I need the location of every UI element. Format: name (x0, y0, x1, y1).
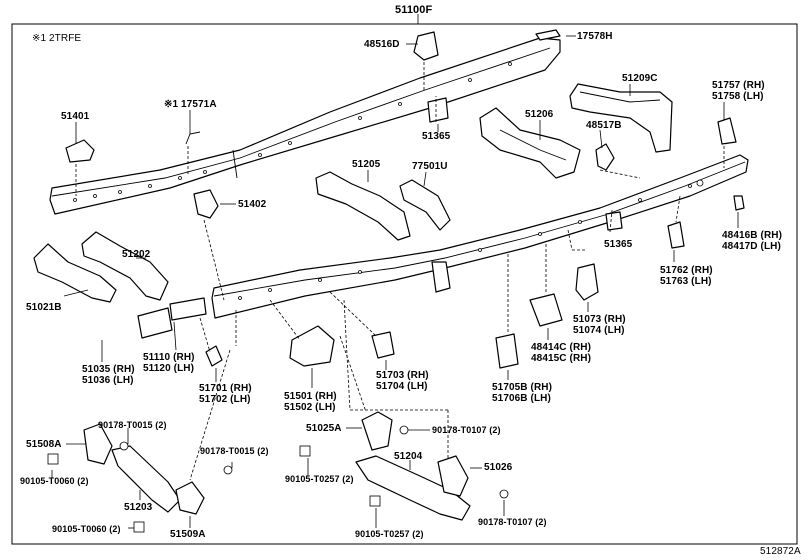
label-90178-t0015-right: 90178-T0015 (2) (200, 446, 269, 456)
label-48416b-rh: 48416B (RH) (722, 230, 783, 241)
footnote-2trfe: ※1 2TRFE (32, 33, 82, 44)
label-51762-rh: 51762 (RH) (660, 265, 713, 276)
label-51501-rh: 51501 (RH) (284, 391, 337, 402)
clip-17578h (535, 29, 561, 41)
label-51025a: 51025A (306, 423, 342, 434)
bracket-51701 (205, 345, 223, 367)
bracket-48414c (529, 293, 563, 327)
bracket-48516d (413, 31, 439, 61)
bracket-51365-lower (605, 211, 623, 231)
label-51203: 51203 (124, 502, 153, 513)
label-51703-rh: 51703 (RH) (376, 370, 429, 381)
crossmember-51204 (355, 455, 471, 521)
nut-90178-t0107-lower (499, 489, 509, 499)
label-51702-lh: 51702 (LH) (199, 394, 251, 405)
mount-51401 (65, 139, 95, 163)
frame-rail-left (49, 37, 561, 215)
label-51365-lower: 51365 (604, 239, 633, 250)
label-51706b-lh: 51706B (LH) (492, 393, 551, 404)
label-51202: 51202 (122, 249, 151, 260)
bolt-90105-t0257-upper (299, 445, 311, 457)
label-51036-lh: 51036 (LH) (82, 375, 134, 386)
bracket-51762 (667, 221, 685, 249)
diagram-frame (11, 23, 798, 545)
label-51365-upper: 51365 (422, 131, 451, 142)
plate-51110 (169, 297, 207, 321)
crossmember-51205 (315, 171, 411, 241)
crossmember-51021b (33, 243, 117, 303)
label-77501u: 77501U (412, 161, 448, 172)
bushing-48416b (733, 195, 745, 211)
label-51206: 51206 (525, 109, 554, 120)
label-51074-lh: 51074 (LH) (573, 325, 625, 336)
label-51110-rh: 51110 (RH) (143, 352, 195, 363)
leader-lines (51, 35, 739, 529)
label-51035-rh: 51035 (RH) (82, 364, 135, 375)
label-48414c-rh: 48414C (RH) (531, 342, 592, 353)
label-90105-t0060-lower: 90105-T0060 (2) (52, 524, 121, 534)
crossmember-51209c (569, 83, 673, 153)
bracket-51073 (575, 263, 599, 301)
label-51763-lh: 51763 (LH) (660, 276, 712, 287)
label-51205: 51205 (352, 159, 381, 170)
label-17571a: ※1 17571A (164, 99, 217, 110)
label-51502-lh: 51502 (LH) (284, 402, 336, 413)
label-51120-lh: 51120 (LH) (143, 363, 195, 374)
bracket-51026 (437, 455, 469, 497)
bracket-51501 (289, 325, 335, 367)
bracket-77501u (399, 179, 451, 231)
figure-code: 512872A (760, 546, 801, 557)
bracket-51508a (83, 423, 113, 465)
plate-51035 (137, 307, 173, 339)
label-51701-rh: 51701 (RH) (199, 383, 252, 394)
label-90178-t0107-lower: 90178-T0107 (2) (478, 517, 547, 527)
label-51402: 51402 (238, 199, 267, 210)
label-51704-lh: 51704 (LH) (376, 381, 428, 392)
label-90105-t0257-lower: 90105-T0257 (2) (355, 529, 424, 539)
label-48517b: 48517B (586, 120, 622, 131)
bracket-51703 (371, 331, 395, 359)
label-51021b: 51021B (26, 302, 62, 313)
crossmember-51206 (479, 107, 581, 179)
label-90105-t0060-upper: 90105-T0060 (2) (20, 476, 89, 486)
label-51705b-rh: 51705B (RH) (492, 382, 553, 393)
label-90105-t0257-upper: 90105-T0257 (2) (285, 474, 354, 484)
label-51204: 51204 (394, 451, 423, 462)
bolt-90105-t0257-lower (369, 495, 381, 507)
label-51758-lh: 51758 (LH) (712, 91, 764, 102)
label-51401: 51401 (61, 111, 90, 122)
bolt-90105-t0060-upper (47, 453, 59, 465)
label-90178-t0015-left: 90178-T0015 (2) (98, 420, 167, 430)
bracket-51705b (495, 333, 519, 369)
nut-90178-t0107-upper (399, 425, 409, 435)
bolt-90105-t0060-lower (133, 521, 145, 533)
label-48417d-lh: 48417D (LH) (722, 241, 781, 252)
label-48415c-rh: 48415C (RH) (531, 353, 592, 364)
bracket-48517b (595, 143, 615, 171)
frame-rail-right (211, 154, 749, 319)
nut-90178-t0015-left (119, 441, 129, 451)
label-51757-rh: 51757 (RH) (712, 80, 765, 91)
crossmember-51202 (81, 231, 169, 301)
label-17578h: 17578H (577, 31, 613, 42)
label-51026: 51026 (484, 462, 513, 473)
label-90178-t0107-upper: 90178-T0107 (2) (432, 425, 501, 435)
clamp-17571a (185, 131, 201, 145)
label-51509a: 51509A (170, 529, 206, 540)
nut-90178-t0015-right (223, 465, 233, 475)
bracket-51509a (175, 481, 205, 515)
bracket-51757 (717, 117, 737, 145)
label-51209c: 51209C (622, 73, 658, 84)
label-51508a: 51508A (26, 439, 62, 450)
label-48516d: 48516D (364, 39, 400, 50)
bracket-51025a (361, 411, 393, 451)
label-51100f: 51100F (395, 4, 433, 16)
label-51073-rh: 51073 (RH) (573, 314, 626, 325)
dashed-connection-lines (75, 62, 725, 481)
bracket-51402 (193, 189, 219, 219)
crossmember-51203 (111, 445, 181, 513)
bracket-51365-upper (427, 97, 449, 123)
